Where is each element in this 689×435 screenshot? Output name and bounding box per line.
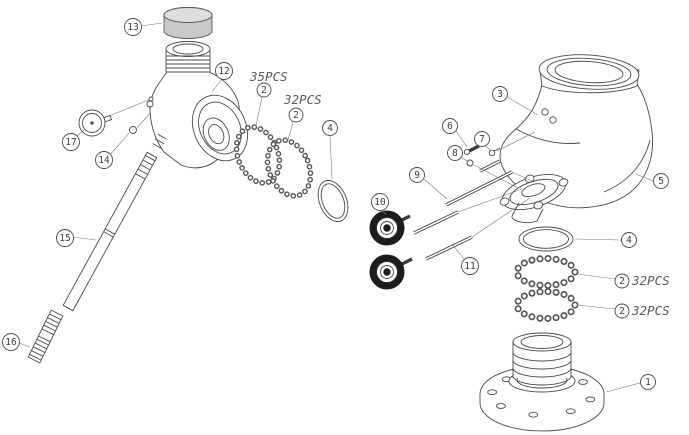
- stud-parts: [413, 170, 513, 261]
- callout-13: 13: [124, 18, 142, 36]
- tube-part: [62, 151, 158, 312]
- svg-text:8: 8: [452, 148, 458, 159]
- set-screw-part: [129, 126, 137, 134]
- svg-text:2: 2: [619, 306, 625, 317]
- callout-3: 3: [492, 86, 508, 102]
- callout-10: 10: [371, 193, 389, 211]
- svg-text:4: 4: [626, 235, 632, 246]
- callout-17: 17: [62, 133, 80, 151]
- callout-15: 15: [56, 229, 74, 247]
- o-ring-right: [518, 226, 574, 252]
- cap-part: [163, 7, 213, 39]
- svg-text:2: 2: [619, 276, 625, 287]
- qty-label-32pcs-right-2: 32PCS: [631, 303, 670, 318]
- callout-1: 1: [640, 374, 656, 390]
- callout-4-right: 4: [621, 232, 637, 248]
- fastener-parts: [463, 144, 501, 173]
- wheel-parts: [369, 210, 413, 290]
- svg-text:13: 13: [127, 22, 138, 33]
- elbow-part: [499, 54, 654, 223]
- svg-text:14: 14: [98, 155, 110, 166]
- pressure-gauge-part: [78, 96, 154, 137]
- svg-text:9: 9: [414, 170, 420, 181]
- callout-2-left-a: 2: [256, 82, 272, 98]
- callout-8: 8: [447, 145, 463, 161]
- callouts-layer: 13 12 2 2 4 17 14 15 16 3 6: [2, 18, 670, 390]
- callout-2-right-b: 2: [614, 303, 630, 319]
- qty-label-32pcs-left: 32PCS: [283, 92, 322, 107]
- svg-text:1: 1: [645, 377, 651, 388]
- callout-5: 5: [653, 173, 669, 189]
- svg-text:15: 15: [59, 233, 70, 244]
- svg-text:7: 7: [479, 134, 485, 145]
- svg-text:3: 3: [497, 89, 503, 100]
- svg-text:2: 2: [261, 85, 267, 96]
- leader-lines: [18, 22, 654, 393]
- nipple-part: [27, 309, 64, 364]
- svg-text:6: 6: [447, 121, 453, 132]
- svg-text:2: 2: [293, 110, 299, 121]
- svg-text:4: 4: [327, 123, 333, 134]
- svg-text:11: 11: [464, 261, 476, 272]
- callout-16: 16: [2, 333, 20, 351]
- svg-text:5: 5: [658, 176, 664, 187]
- svg-text:12: 12: [218, 66, 229, 77]
- callout-2-right-a: 2: [614, 273, 630, 289]
- bearing-ring-left-1: [233, 124, 283, 186]
- callout-6: 6: [442, 118, 458, 134]
- callout-11: 11: [461, 257, 479, 275]
- callout-12: 12: [215, 62, 233, 80]
- qty-label-35pcs: 35PCS: [249, 69, 288, 84]
- callout-7: 7: [474, 131, 490, 147]
- callout-9: 9: [409, 167, 425, 183]
- flange-part: [479, 332, 605, 432]
- bearing-ring-left-2: [264, 137, 314, 199]
- elbow-flange: [499, 174, 569, 210]
- callout-14: 14: [95, 151, 113, 169]
- o-ring-left: [317, 179, 349, 223]
- svg-text:16: 16: [5, 337, 17, 348]
- valve-bore: [191, 94, 249, 162]
- valve-body-part: [146, 41, 249, 169]
- bearing-ring-right-1: [513, 255, 579, 289]
- callout-4-left: 4: [322, 120, 338, 136]
- callout-2-left-b: 2: [288, 107, 304, 123]
- bearing-ring-right-2: [513, 288, 579, 322]
- svg-text:17: 17: [65, 137, 76, 148]
- svg-text:10: 10: [374, 197, 386, 208]
- qty-label-32pcs-right-1: 32PCS: [631, 273, 670, 288]
